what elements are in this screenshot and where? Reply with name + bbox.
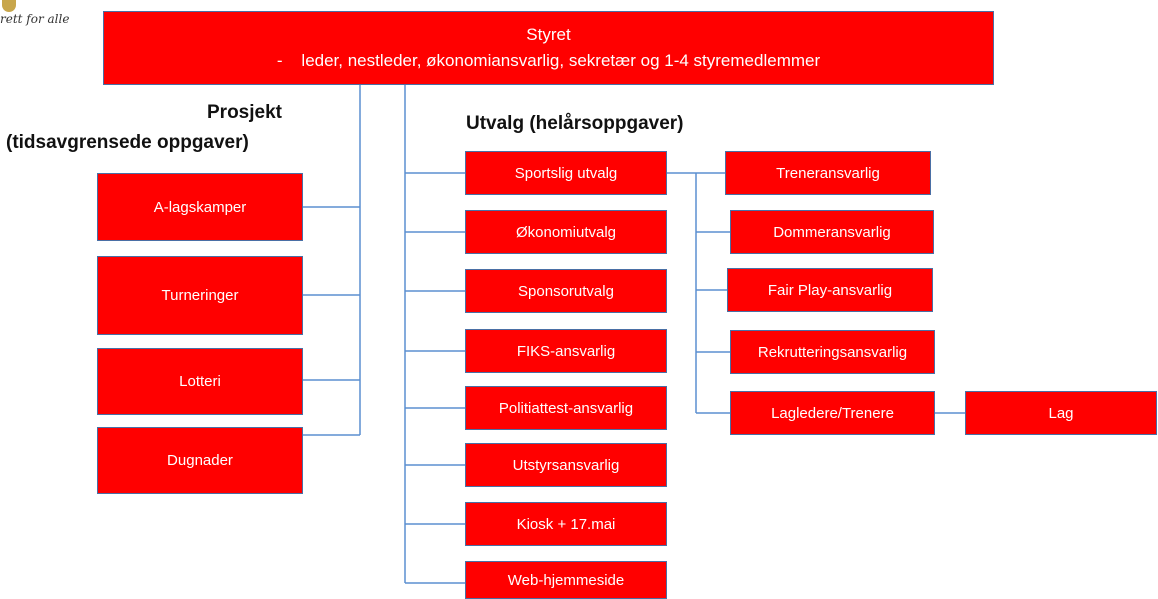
sportslig-item-rekruttering: Rekrutteringsansvarlig xyxy=(730,330,935,374)
sportslig-item-lagledere: Lagledere/Trenere xyxy=(730,391,935,435)
sportslig-item-fairplay: Fair Play-ansvarlig xyxy=(727,268,933,312)
utvalg-heading: Utvalg (helårsoppgaver) xyxy=(466,113,684,134)
logo-text: rett for alle xyxy=(0,12,70,26)
prosjekt-item-a-lagskamper: A-lagskamper xyxy=(97,173,303,241)
utvalg-item-web: Web-hjemmeside xyxy=(465,561,667,599)
styret-subtitle: - leder, nestleder, økonomiansvarlig, se… xyxy=(276,51,821,70)
sportslig-item-dommer: Dommeransvarlig xyxy=(730,210,934,254)
utvalg-item-politiattest: Politiattest-ansvarlig xyxy=(465,386,667,430)
emblem-icon xyxy=(2,0,16,12)
utvalg-item-sponsor: Sponsorutvalg xyxy=(465,269,667,313)
prosjekt-item-dugnader: Dugnader xyxy=(97,427,303,494)
prosjekt-heading: Prosjekt xyxy=(207,102,282,123)
prosjekt-item-lotteri: Lotteri xyxy=(97,348,303,415)
prosjekt-item-turneringer: Turneringer xyxy=(97,256,303,335)
lag-box: Lag xyxy=(965,391,1157,435)
utvalg-item-kiosk: Kiosk + 17.mai xyxy=(465,502,667,546)
utvalg-item-fiks: FIKS-ansvarlig xyxy=(465,329,667,373)
sportslig-item-trener: Treneransvarlig xyxy=(725,151,931,195)
styret-title: Styret xyxy=(526,25,571,44)
utvalg-item-sportslig: Sportslig utvalg xyxy=(465,151,667,195)
club-logo: rett for alle xyxy=(0,0,80,40)
utvalg-item-utstyr: Utstyrsansvarlig xyxy=(465,443,667,487)
prosjekt-subheading: (tidsavgrensede oppgaver) xyxy=(6,132,249,153)
utvalg-item-okonomi: Økonomiutvalg xyxy=(465,210,667,254)
styret-box: Styret - leder, nestleder, økonomiansvar… xyxy=(103,11,994,85)
